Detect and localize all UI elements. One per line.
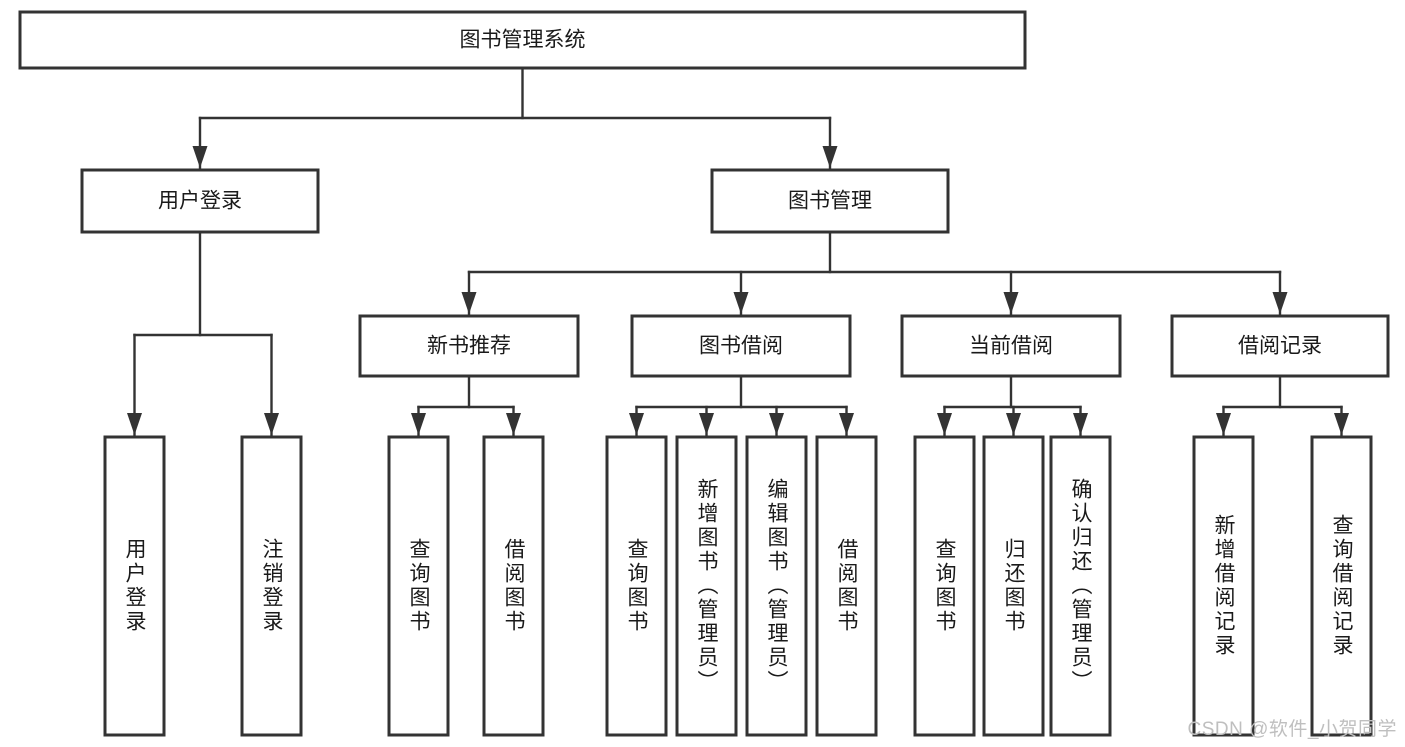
node-label-borrow-record: 借阅记录 — [1238, 335, 1322, 358]
node-box-borrow-record[interactable] — [1170, 314, 1390, 378]
arrow-head-icon — [461, 292, 477, 314]
arrow-head-icon — [699, 413, 714, 435]
node-box-leaf-confirm-return[interactable] — [1049, 435, 1112, 737]
node-box-leaf-query-record[interactable] — [1310, 435, 1373, 737]
node-box-book-manage[interactable] — [710, 168, 950, 234]
node-box-leaf-edit-book[interactable] — [745, 435, 808, 737]
arrow-head-icon — [1003, 292, 1019, 314]
node-label-book-manage: 图书管理 — [788, 190, 872, 213]
node-box-root[interactable] — [18, 10, 1027, 70]
node-box-leaf-user-login[interactable] — [103, 435, 166, 737]
node-box-current-borrow[interactable] — [900, 314, 1122, 378]
node-box-new-book-recommend[interactable] — [358, 314, 580, 378]
arrow-head-icon — [629, 413, 644, 435]
watermark-text: CSDN @软件_小贺同学 — [1187, 719, 1397, 740]
arrow-head-icon — [1216, 413, 1231, 435]
arrow-head-icon — [1272, 292, 1288, 314]
node-box-book-borrow[interactable] — [630, 314, 852, 378]
node-box-leaf-query-book-borrow[interactable] — [605, 435, 668, 737]
nodes-layer — [18, 10, 1390, 737]
arrow-head-icon — [1073, 413, 1088, 435]
arrow-head-icon — [937, 413, 952, 435]
node-label-user-login: 用户登录 — [158, 190, 242, 213]
arrow-head-icon — [192, 146, 208, 168]
arrow-head-icon — [506, 413, 521, 435]
arrow-head-icon — [411, 413, 426, 435]
node-box-leaf-borrow-book[interactable] — [815, 435, 878, 737]
node-box-leaf-add-book[interactable] — [675, 435, 738, 737]
arrow-head-icon — [1334, 413, 1349, 435]
node-label-current-borrow: 当前借阅 — [969, 335, 1053, 358]
node-box-leaf-query-book-rec[interactable] — [387, 435, 450, 737]
node-label-new-book-recommend: 新书推荐 — [427, 335, 511, 358]
node-label-book-borrow: 图书借阅 — [699, 335, 783, 358]
connectors-layer — [127, 66, 1349, 437]
arrow-head-icon — [127, 413, 142, 435]
node-box-leaf-borrow-book-rec[interactable] — [482, 435, 545, 737]
node-box-user-login[interactable] — [80, 168, 320, 234]
node-box-leaf-add-record[interactable] — [1192, 435, 1255, 737]
arrow-head-icon — [1006, 413, 1021, 435]
arrow-head-icon — [264, 413, 279, 435]
arrow-head-icon — [839, 413, 854, 435]
node-box-leaf-return-book[interactable] — [982, 435, 1045, 737]
node-box-leaf-query-book-cur[interactable] — [913, 435, 976, 737]
arrow-head-icon — [769, 413, 784, 435]
arrow-head-icon — [822, 146, 838, 168]
node-label-root: 图书管理系统 — [460, 29, 586, 52]
node-box-leaf-logout[interactable] — [240, 435, 303, 737]
arrow-head-icon — [733, 292, 749, 314]
